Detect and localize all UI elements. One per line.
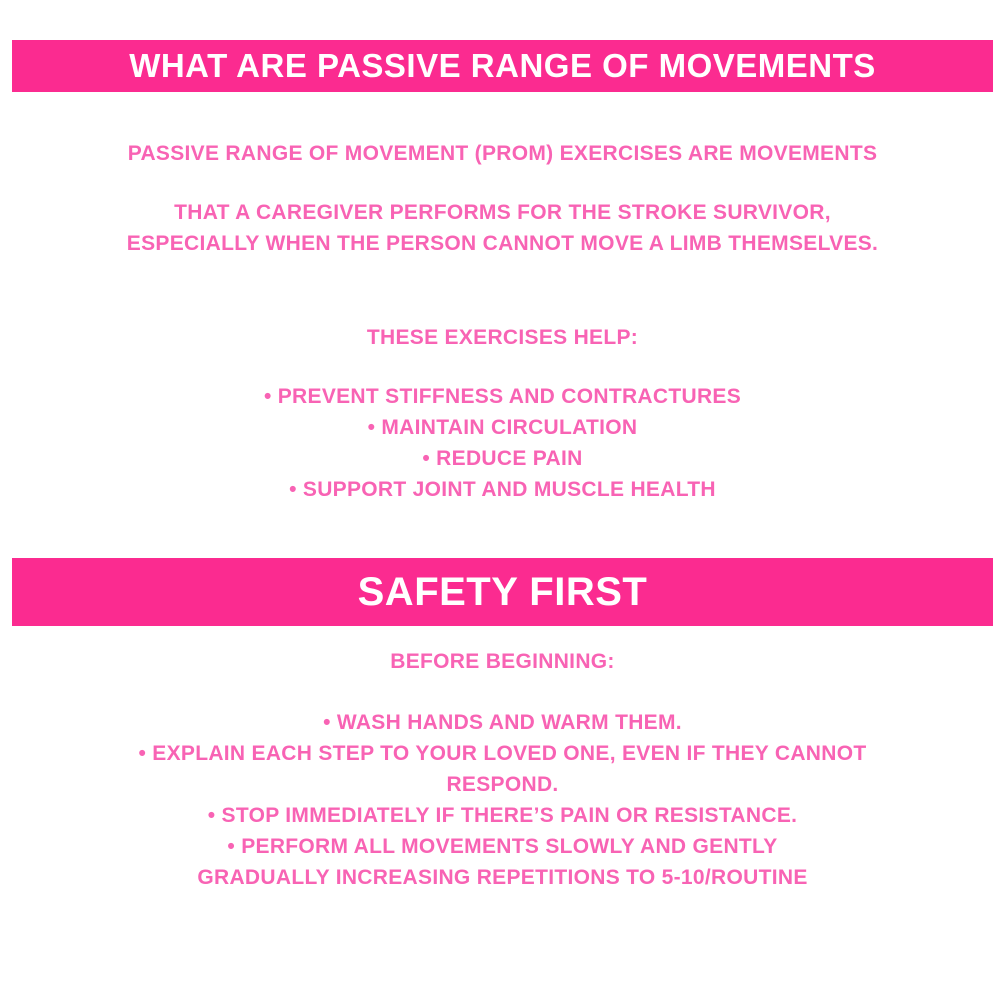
bullet-item-continuation: GRADUALLY INCREASING REPETITIONS TO 5-10… <box>197 866 808 889</box>
safety-banner-title: SAFETY FIRST <box>357 569 648 614</box>
intro-banner: WHAT ARE PASSIVE RANGE OF MOVEMENTS <box>12 40 993 92</box>
bullet-item: • PERFORM ALL MOVEMENTS SLOWLY AND GENTL… <box>227 835 778 858</box>
description-line: THAT A CAREGIVER PERFORMS FOR THE STROKE… <box>174 201 831 224</box>
bullet-item: • SUPPORT JOINT AND MUSCLE HEALTH <box>289 478 716 501</box>
benefits-heading: THESE EXERCISES HELP: <box>366 326 639 349</box>
safety-heading: BEFORE BEGINNING: <box>390 650 615 673</box>
description-paragraph: THAT A CAREGIVER PERFORMS FOR THE STROKE… <box>0 197 1005 259</box>
bullet-item: • MAINTAIN CIRCULATION <box>367 416 638 439</box>
bullet-item: • WASH HANDS AND WARM THEM. <box>323 711 682 734</box>
bullet-item: • EXPLAIN EACH STEP TO YOUR LOVED ONE, E… <box>138 742 867 765</box>
benefits-list: • PREVENT STIFFNESS AND CONTRACTURES • M… <box>0 381 1005 505</box>
safety-list: • WASH HANDS AND WARM THEM. • EXPLAIN EA… <box>0 707 1005 893</box>
safety-banner: SAFETY FIRST <box>12 558 993 626</box>
bullet-item: • STOP IMMEDIATELY IF THERE’S PAIN OR RE… <box>207 804 798 827</box>
bullet-item: • PREVENT STIFFNESS AND CONTRACTURES <box>263 385 742 408</box>
bullet-item-continuation: RESPOND. <box>446 773 559 796</box>
bullet-item: • REDUCE PAIN <box>422 447 583 470</box>
lead-paragraph: PASSIVE RANGE OF MOVEMENT (PROM) EXERCIS… <box>127 142 878 165</box>
description-line: ESPECIALLY WHEN THE PERSON CANNOT MOVE A… <box>126 232 879 255</box>
intro-banner-title: WHAT ARE PASSIVE RANGE OF MOVEMENTS <box>129 47 876 84</box>
